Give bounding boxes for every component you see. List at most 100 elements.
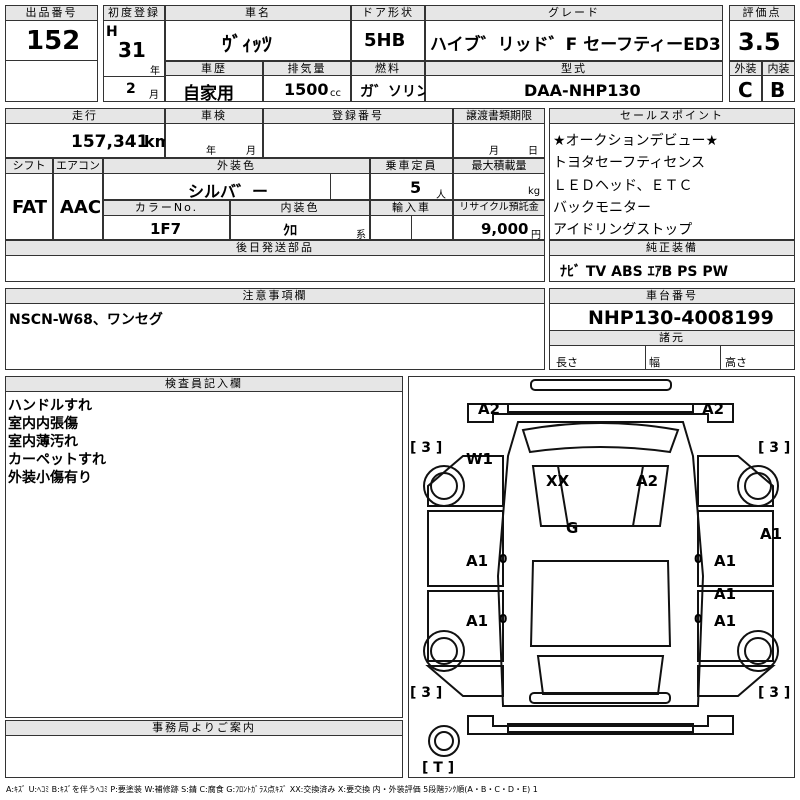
inspector-line: カーペットすれ	[8, 452, 106, 468]
reg-year: 31	[118, 38, 146, 62]
capacity-value: 5	[410, 178, 422, 197]
inspector-line: ハンドルすれ	[8, 398, 92, 414]
reg-month: 2	[126, 81, 136, 97]
insp-month: 月	[246, 146, 256, 157]
recycle-label: リサイクル預託金	[453, 200, 545, 216]
disp-label: 排気量	[263, 61, 351, 76]
door-value: 5HB	[364, 30, 406, 51]
sales-point: ＬＥＤヘッド、ＥＴＣ	[553, 178, 693, 194]
color-label: 外装色	[103, 158, 370, 174]
lot-value: 152	[26, 26, 81, 56]
damage-mark: W1	[466, 450, 493, 468]
int-value: B	[770, 78, 786, 102]
color-value: シルバ゛ー	[188, 182, 269, 201]
spec-width-label: 幅	[649, 356, 660, 369]
load-unit: kg	[528, 186, 541, 197]
shift-label: シフト	[5, 158, 53, 174]
tire-mark: [ 3 ]	[758, 440, 790, 456]
damage-mark: A1	[466, 612, 488, 630]
pillar-mark: 0	[499, 612, 507, 626]
tire-marks: [ 3 ] [ 3 ] [ 3 ] [ 3 ] [ T ]	[410, 440, 790, 776]
sales-point: ★オークションデビュー★	[553, 133, 719, 149]
damage-mark: A1	[466, 552, 488, 570]
shift-value: FAT	[12, 197, 48, 218]
regno-label: 登録番号	[263, 108, 453, 124]
capacity-unit: 人	[436, 190, 446, 201]
damage-mark: A1	[714, 585, 736, 603]
equip-value: ﾅﾋﾞ TV ABS ｴｱB PS PW	[560, 264, 729, 280]
divider	[103, 76, 165, 77]
inspector-line: 室内内張傷	[8, 416, 78, 432]
inspector-label: 検査員記入欄	[5, 376, 403, 392]
reg-month-unit: 月	[149, 90, 159, 101]
sales-point: トヨタセーフティセンス	[553, 155, 706, 171]
colorno-value: 1F7	[150, 220, 182, 238]
name-label: 車名	[165, 5, 351, 21]
reg-cell	[103, 5, 165, 102]
intcolor-label: 内装色	[230, 200, 370, 216]
mileage-label: 走行	[5, 108, 165, 124]
grade-label: グレード	[425, 5, 723, 21]
transfer-day: 日	[528, 146, 538, 157]
damage-marks: A2 A2 W1 XX A2 G A1 A1 A1 A1 A1 A1	[466, 400, 782, 630]
load-label: 最大積載量	[453, 158, 545, 174]
tire-mark: [ 3 ]	[410, 440, 442, 456]
damage-mark: XX	[546, 472, 570, 490]
damage-mark: G	[566, 519, 578, 537]
ext-value: C	[738, 78, 753, 102]
later-label: 後日発送部品	[5, 240, 545, 256]
sales-label: セールスポイント	[549, 108, 795, 124]
model-label: 型式	[425, 61, 723, 76]
pillar-marks: 0 0 0 0	[499, 552, 702, 626]
divider	[645, 346, 646, 370]
history-value: 自家用	[183, 84, 234, 104]
sales-point: バックモニター	[553, 200, 651, 216]
spec-length-label: 長さ	[556, 356, 578, 369]
pillar-mark: 0	[694, 612, 702, 626]
transfer-month: 月	[489, 146, 499, 157]
legend-text: A:ｷｽﾞ U:ﾍｺﾐ B:ｷｽﾞを伴うﾍｺﾐ P:要塗装 W:補修跡 S:錆 …	[6, 785, 538, 794]
divider	[5, 60, 98, 61]
inspection-label: 車検	[165, 108, 263, 124]
capacity-label: 乗車定員	[370, 158, 453, 174]
inspector-line: 外装小傷有り	[8, 470, 92, 486]
damage-mark: A1	[714, 612, 736, 630]
spec-height-label: 高さ	[725, 356, 747, 369]
disp-value: 1500	[284, 80, 329, 99]
mileage-value: 157,341	[71, 132, 149, 152]
disp-unit: cc	[330, 88, 341, 99]
door-label: ドア形状	[351, 5, 425, 21]
reg-label: 初度登録	[103, 5, 165, 21]
divider	[411, 216, 412, 240]
history-label: 車歴	[165, 61, 263, 76]
colorno-label: カラーNo.	[103, 200, 230, 216]
inspector-line: 室内薄汚れ	[8, 434, 78, 450]
chassis-value: NHP130-4008199	[588, 307, 774, 329]
intcolor-unit: 系	[356, 230, 366, 241]
score-label: 評価点	[729, 5, 795, 21]
recycle-unit: 円	[531, 230, 541, 241]
lot-cell	[5, 5, 98, 102]
damage-mark: A1	[760, 525, 782, 543]
tire-mark: [ 3 ]	[410, 685, 442, 701]
ac-label: エアコン	[53, 158, 103, 174]
car-diagram: A2 A2 W1 XX A2 G A1 A1 A1 A1 A1 A1 [ 3 ]…	[410, 379, 790, 776]
sales-cell	[549, 108, 795, 240]
divider	[720, 346, 721, 370]
insp-year: 年	[206, 146, 216, 157]
fuel-label: 燃料	[351, 61, 425, 76]
pillar-mark: 0	[499, 552, 507, 566]
fuel-value: ガ゛ソリン	[360, 84, 430, 100]
grade-value: ハイブ゛リッド゛F セーフティーED3	[430, 35, 721, 55]
equip-label: 純正装備	[549, 240, 795, 256]
ac-value: AAC	[60, 197, 102, 218]
tire-mark: [ 3 ]	[758, 685, 790, 701]
int-label: 内装	[762, 61, 795, 76]
office-label: 事務局よりご案内	[5, 720, 403, 736]
intcolor-value: ｸﾛ	[283, 223, 297, 239]
recycle-value: 9,000	[481, 220, 529, 238]
reg-era: H	[106, 24, 118, 40]
pillar-mark: 0	[694, 552, 702, 566]
transfer-label: 譲渡書類期限	[453, 108, 545, 124]
damage-mark: A2	[636, 472, 658, 490]
